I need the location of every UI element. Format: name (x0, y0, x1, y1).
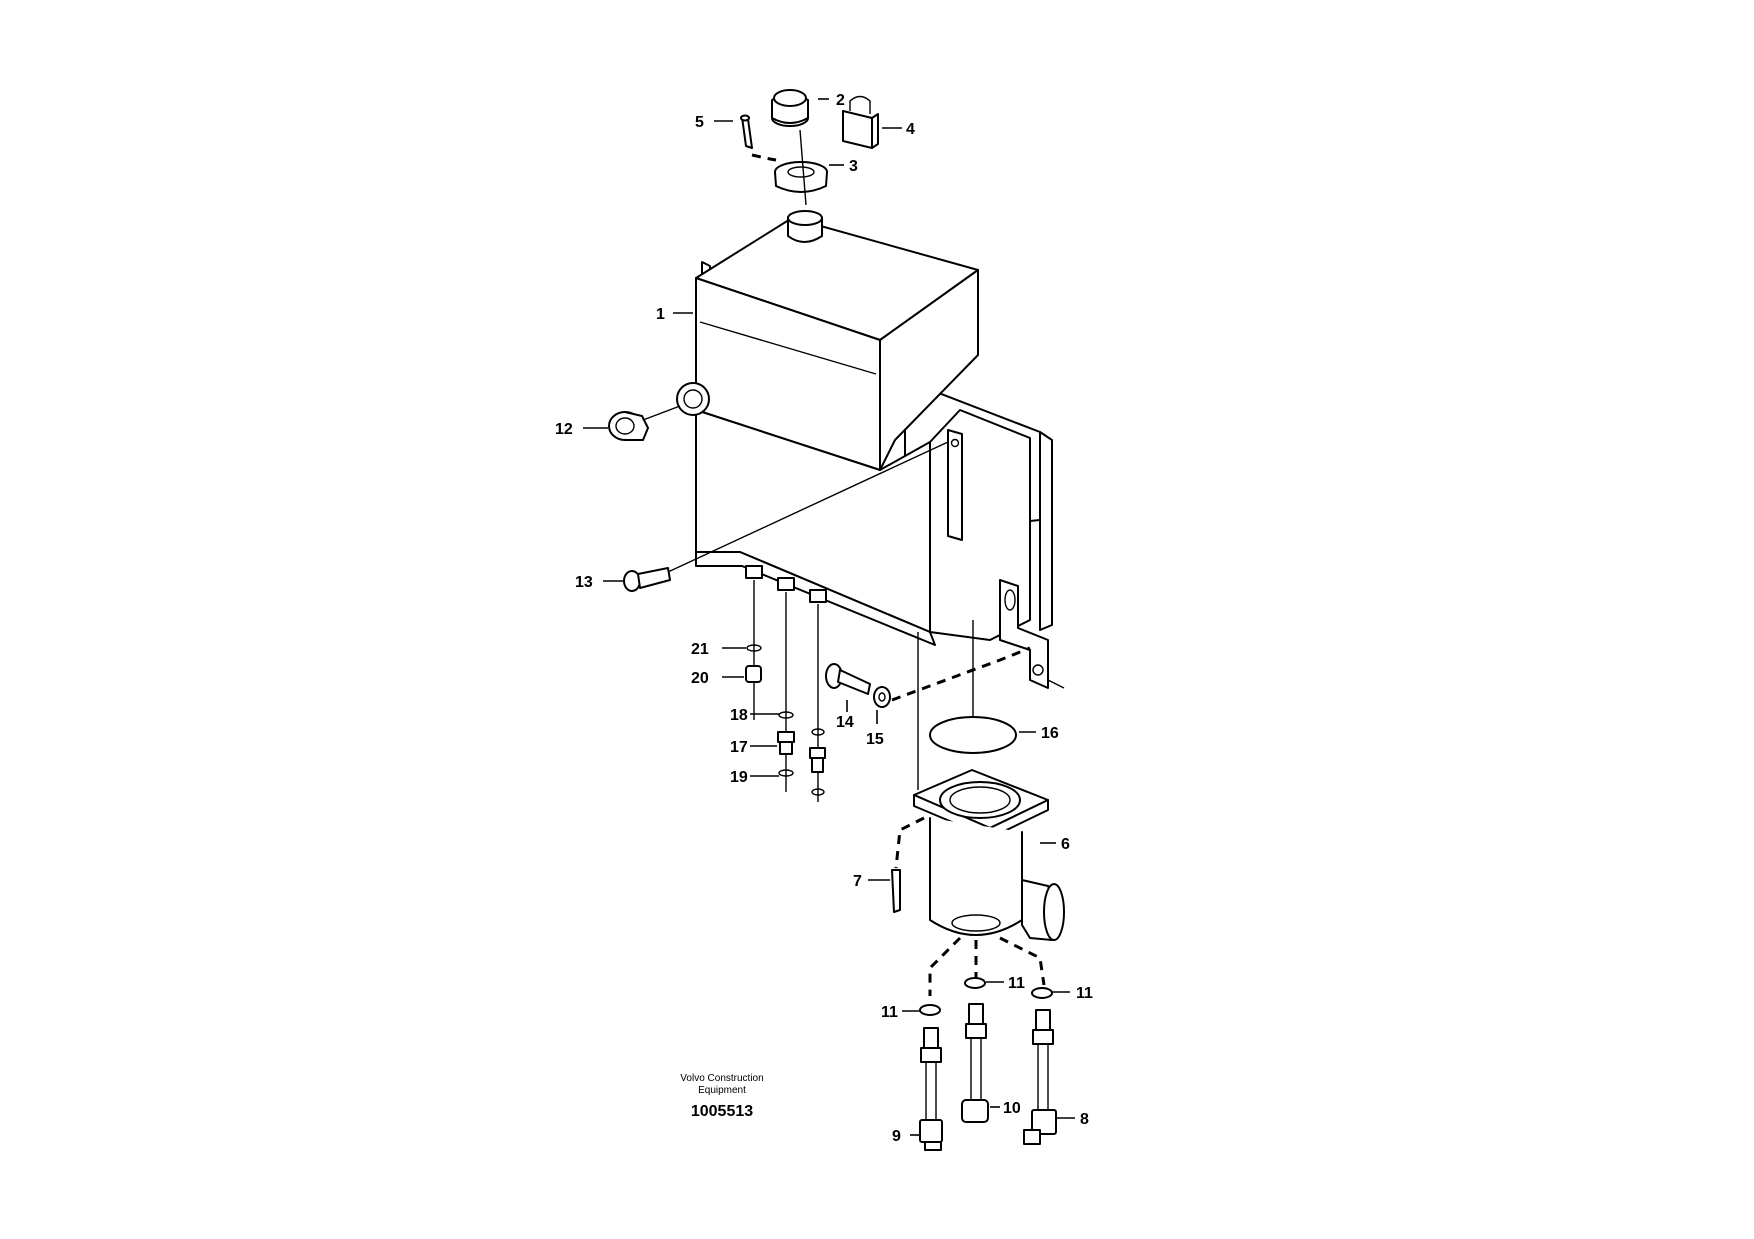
washer-11a (919, 1004, 941, 1016)
o-ring-21 (746, 644, 762, 652)
filter-housing (913, 632, 1065, 941)
sensor-10 (961, 1003, 989, 1123)
washer-15 (873, 686, 891, 708)
label-11a: 11 (881, 1004, 898, 1021)
bolt-13 (623, 567, 671, 592)
sensor-8 (1023, 1009, 1057, 1145)
label-6: 6 (1061, 836, 1070, 853)
label-21: 21 (691, 641, 709, 658)
washer-11c (1031, 987, 1053, 999)
label-19: 19 (730, 769, 748, 786)
o-ring-16 (929, 716, 1017, 754)
brand-name: Volvo Construction Equipment (632, 1073, 812, 1097)
label-3: 3 (849, 158, 858, 175)
sensor-9 (919, 1027, 943, 1151)
label-12: 12 (555, 421, 573, 438)
label-10: 10 (1003, 1100, 1021, 1117)
brand-line-2: Equipment (698, 1085, 746, 1096)
nipple-17b (809, 747, 826, 773)
label-14: 14 (836, 714, 854, 731)
drawing-number: 1005513 (690, 1103, 754, 1120)
label-4: 4 (906, 121, 915, 138)
lock-icon (842, 95, 879, 149)
brand-line-1: Volvo Construction (680, 1073, 764, 1084)
label-7: 7 (853, 873, 862, 890)
label-1: 1 (656, 306, 665, 323)
o-ring-18 (778, 711, 794, 719)
label-13: 13 (575, 574, 593, 591)
plug-20 (745, 665, 762, 683)
nipple-17 (777, 731, 795, 755)
label-16: 16 (1041, 725, 1059, 742)
label-11b: 11 (1008, 975, 1025, 992)
screw (740, 114, 753, 149)
washer-11b (964, 977, 986, 989)
label-18: 18 (730, 707, 748, 724)
label-2: 2 (836, 92, 845, 109)
label-5: 5 (695, 114, 704, 131)
strainer (774, 161, 828, 193)
sight-glass (608, 411, 649, 441)
label-8: 8 (1080, 1111, 1089, 1128)
label-17: 17 (730, 739, 748, 756)
hydraulic-tank (676, 210, 1065, 689)
filler-cap (771, 89, 809, 127)
bolt-14 (825, 663, 871, 695)
screw-7 (891, 869, 901, 913)
label-11c: 11 (1076, 985, 1093, 1002)
label-20: 20 (691, 670, 709, 687)
label-9: 9 (892, 1128, 901, 1145)
label-15: 15 (866, 731, 884, 748)
o-ring-19 (778, 769, 794, 777)
